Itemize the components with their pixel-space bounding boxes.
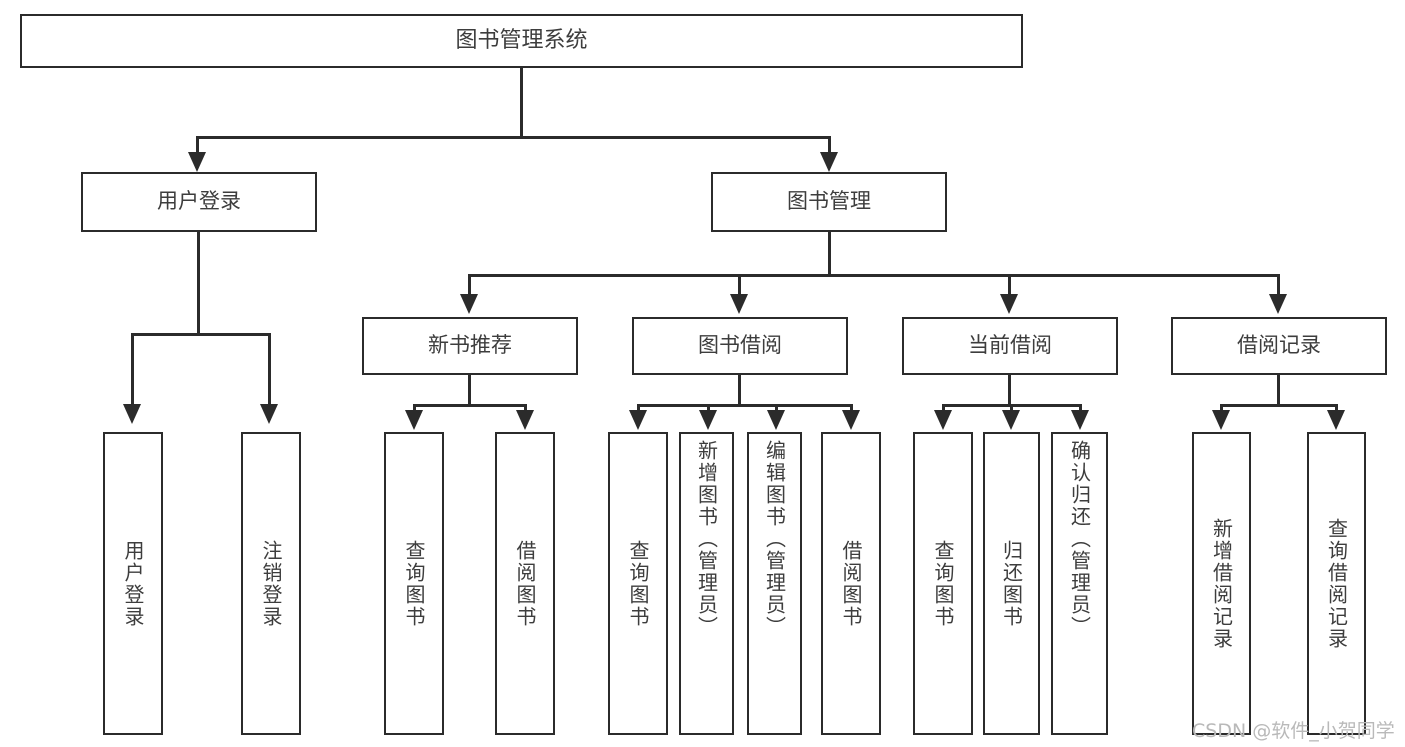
node-user-login[interactable]: 用户登录 <box>81 172 317 232</box>
leaf-confirm-return-admin-label: 确认归还（管理员） <box>1067 440 1092 638</box>
connector-book-manage-stem <box>828 232 831 276</box>
leaf-borrow-book-recommend-label: 借阅图书 <box>513 539 537 628</box>
connector-book-borrow-stem <box>738 375 741 406</box>
connector-user-login-drop-1 <box>131 333 134 406</box>
arrowhead-book-manage <box>820 152 838 172</box>
arrowhead-leaf-query-book-1 <box>405 410 423 430</box>
leaf-query-borrow-record-label: 查询借阅记录 <box>1324 517 1349 650</box>
connector-book-borrow-drop-2 <box>707 404 710 412</box>
node-borrow-record-label: 借阅记录 <box>1237 333 1321 358</box>
connector-borrow-record-drop-2 <box>1335 404 1338 412</box>
connector-current-borrow-drop-3 <box>1079 404 1082 412</box>
arrowhead-leaf-add-record <box>1212 410 1230 430</box>
node-root-system-label: 图书管理系统 <box>455 27 588 53</box>
arrowhead-leaf-confirm-return <box>1071 410 1089 430</box>
node-book-borrow-label: 图书借阅 <box>698 333 782 358</box>
connector-user-login-drop-2 <box>268 333 271 406</box>
connector-borrow-record-drop-1 <box>1220 404 1223 412</box>
leaf-user-login-label: 用户登录 <box>121 539 145 628</box>
leaf-query-book-recommend-label: 查询图书 <box>402 539 426 628</box>
arrowhead-user-login <box>188 152 206 172</box>
node-new-book-recommend-label: 新书推荐 <box>428 333 512 358</box>
arrowhead-leaf-user-login <box>123 404 141 424</box>
leaf-logout-label: 注销登录 <box>259 539 283 628</box>
leaf-confirm-return-admin[interactable]: 确认归还（管理员） <box>1051 432 1108 735</box>
connector-level3-drop-3 <box>1008 274 1011 296</box>
node-borrow-record[interactable]: 借阅记录 <box>1171 317 1387 375</box>
arrowhead-leaf-query-book-3 <box>934 410 952 430</box>
leaf-return-book[interactable]: 归还图书 <box>983 432 1040 735</box>
connector-new-book-stem <box>468 375 471 406</box>
arrowhead-leaf-borrow-book-2 <box>842 410 860 430</box>
connector-level3-drop-1 <box>468 274 471 296</box>
leaf-query-book-current[interactable]: 查询图书 <box>913 432 973 735</box>
leaf-user-login[interactable]: 用户登录 <box>103 432 163 735</box>
arrowhead-leaf-query-record <box>1327 410 1345 430</box>
connector-book-borrow-drop-3 <box>775 404 778 412</box>
arrowhead-book-borrow <box>730 294 748 314</box>
arrowhead-leaf-add-book <box>699 410 717 430</box>
node-new-book-recommend[interactable]: 新书推荐 <box>362 317 578 375</box>
leaf-add-borrow-record[interactable]: 新增借阅记录 <box>1192 432 1251 735</box>
connector-drop-book-manage <box>828 136 831 154</box>
connector-new-book-drop-2 <box>524 404 527 412</box>
connector-borrow-record-bus <box>1220 404 1338 407</box>
arrowhead-leaf-borrow-book-1 <box>516 410 534 430</box>
leaf-query-book-recommend[interactable]: 查询图书 <box>384 432 444 735</box>
arrowhead-current-borrow <box>1000 294 1018 314</box>
node-book-management-label: 图书管理 <box>787 189 871 214</box>
connector-book-borrow-drop-1 <box>637 404 640 412</box>
leaf-borrow-book-recommend[interactable]: 借阅图书 <box>495 432 555 735</box>
arrowhead-leaf-edit-book <box>767 410 785 430</box>
node-root-system[interactable]: 图书管理系统 <box>20 14 1023 68</box>
connector-new-book-bus <box>413 404 527 407</box>
leaf-add-book-admin[interactable]: 新增图书（管理员） <box>679 432 734 735</box>
leaf-edit-book-admin[interactable]: 编辑图书（管理员） <box>747 432 802 735</box>
leaf-query-book-current-label: 查询图书 <box>931 539 955 628</box>
leaf-query-book-borrow-label: 查询图书 <box>626 539 650 628</box>
connector-level3-bus <box>468 274 1280 277</box>
leaf-return-book-label: 归还图书 <box>999 539 1024 628</box>
arrowhead-leaf-logout <box>260 404 278 424</box>
leaf-add-book-admin-label: 新增图书（管理员） <box>694 440 719 638</box>
node-book-management[interactable]: 图书管理 <box>711 172 947 232</box>
connector-new-book-drop-1 <box>413 404 416 412</box>
connector-current-borrow-stem <box>1008 375 1011 406</box>
leaf-query-borrow-record[interactable]: 查询借阅记录 <box>1307 432 1366 735</box>
connector-user-login-stem <box>197 232 200 335</box>
leaf-borrow-book-borrow[interactable]: 借阅图书 <box>821 432 881 735</box>
connector-level3-drop-4 <box>1277 274 1280 296</box>
leaf-add-borrow-record-label: 新增借阅记录 <box>1209 517 1234 650</box>
arrowhead-leaf-return-book <box>1002 410 1020 430</box>
leaf-edit-book-admin-label: 编辑图书（管理员） <box>762 440 787 638</box>
connector-book-borrow-bus <box>637 404 853 407</box>
leaf-borrow-book-borrow-label: 借阅图书 <box>839 539 863 628</box>
connector-user-login-bus <box>131 333 271 336</box>
node-current-borrow[interactable]: 当前借阅 <box>902 317 1118 375</box>
connector-current-borrow-drop-2 <box>1010 404 1013 412</box>
leaf-logout[interactable]: 注销登录 <box>241 432 301 735</box>
leaf-query-book-borrow[interactable]: 查询图书 <box>608 432 668 735</box>
arrowhead-borrow-record <box>1269 294 1287 314</box>
connector-borrow-record-stem <box>1277 375 1280 406</box>
node-user-login-label: 用户登录 <box>157 189 241 214</box>
connector-root-stem <box>520 68 523 138</box>
connector-drop-user-login <box>196 136 199 154</box>
connector-level2-bus <box>196 136 831 139</box>
node-current-borrow-label: 当前借阅 <box>968 333 1052 358</box>
connector-book-borrow-drop-4 <box>850 404 853 412</box>
arrowhead-new-book-recommend <box>460 294 478 314</box>
connector-current-borrow-drop-1 <box>942 404 945 412</box>
connector-level3-drop-2 <box>738 274 741 296</box>
node-book-borrow[interactable]: 图书借阅 <box>632 317 848 375</box>
arrowhead-leaf-query-book-2 <box>629 410 647 430</box>
